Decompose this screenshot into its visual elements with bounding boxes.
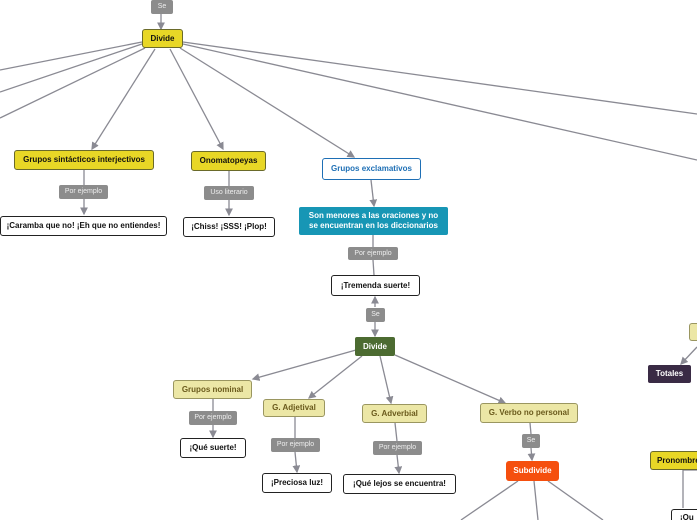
son-menores-node[interactable]: Son menores a las oraciones y no se encu… xyxy=(299,207,448,235)
totales-node[interactable]: Totales xyxy=(648,365,691,383)
preciosa-luz-node[interactable]: ¡Preciosa luz! xyxy=(262,473,332,493)
grupos-interjectivos-node[interactable]: Grupos sintácticos interjectivos xyxy=(14,150,154,170)
se-label-top: Se xyxy=(151,0,173,14)
divide-node-top[interactable]: Divide xyxy=(142,29,183,48)
g-adjetival-node[interactable]: G. Adjetival xyxy=(263,399,325,417)
grupos-exclamativos-node[interactable]: Grupos exclamativos xyxy=(322,158,421,180)
subdivide-node[interactable]: Subdivide xyxy=(506,461,559,481)
divide-node-mid[interactable]: Divide xyxy=(355,337,395,356)
g-adverbial-node[interactable]: G. Adverbial xyxy=(362,404,427,423)
onomatopeyas-node[interactable]: Onomatopeyas xyxy=(191,151,266,171)
uso-literario-label: Uso literario xyxy=(204,186,254,200)
se-label-mid: Se xyxy=(366,308,385,322)
caramba-example-node[interactable]: ¡Caramba que no! ¡Eh que no entiendes! xyxy=(0,216,167,236)
chiss-example-node[interactable]: ¡Chiss! ¡SSS! ¡Plop! xyxy=(183,217,275,237)
que-suerte-node[interactable]: ¡Qué suerte! xyxy=(180,438,246,458)
por-ejemplo-label-4: Por ejemplo xyxy=(271,438,320,452)
grupos-nominal-node[interactable]: Grupos nominal xyxy=(173,380,252,399)
se-label-low: Se xyxy=(522,434,540,448)
por-ejemplo-label-5: Por ejemplo xyxy=(373,441,422,455)
que-lejos-node[interactable]: ¡Qué lejos se encuentra! xyxy=(343,474,456,494)
por-ejemplo-label-3: Por ejemplo xyxy=(189,411,237,425)
por-ejemplo-label-1: Por ejemplo xyxy=(59,185,108,199)
g-verbo-no-personal-node[interactable]: G. Verbo no personal xyxy=(480,403,578,423)
partial-example-node[interactable]: ¡Qu xyxy=(671,509,697,520)
pronombre-node[interactable]: Pronombre xyxy=(650,451,697,470)
por-ejemplo-label-2: Por ejemplo xyxy=(348,247,398,260)
tremenda-suerte-node[interactable]: ¡Tremenda suerte! xyxy=(331,275,420,296)
partial-khaki-node[interactable] xyxy=(689,323,697,341)
